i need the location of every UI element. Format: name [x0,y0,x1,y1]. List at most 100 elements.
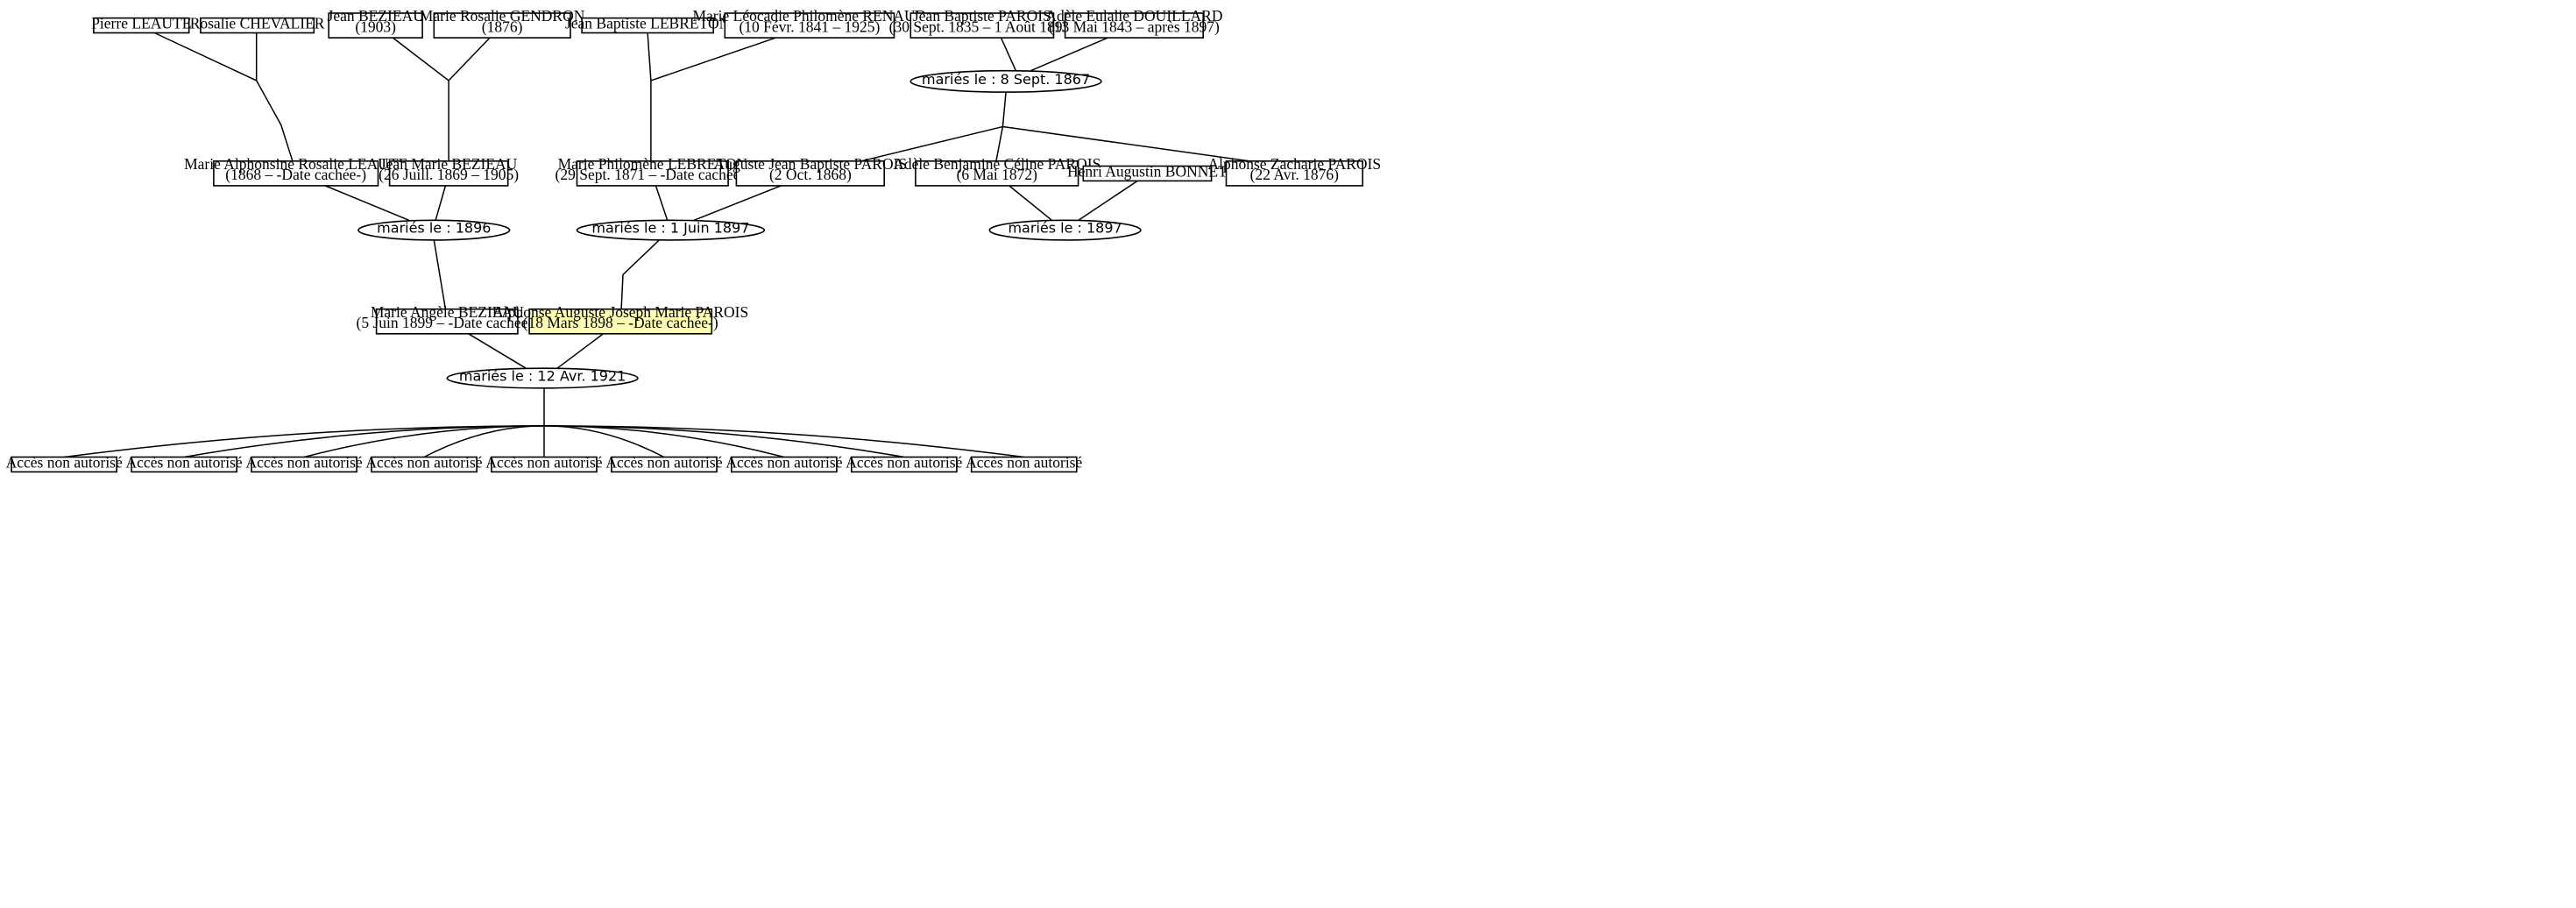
person-box-frame [251,456,357,473]
person-dates: (6 Mai 1872) [957,166,1038,183]
person-box-adele-benjamine-parois[interactable]: Adèle Benjamine Céline PAROIS(6 Mai 1872… [893,155,1100,187]
person-box-frame [576,160,729,187]
person-dates: (10 Févr. 1841 – 1925) [739,18,880,35]
person-box-frame [375,308,519,335]
union-node-parois-bonnet[interactable]: mariés le : 1897 [988,219,1142,241]
person-box-marie-angele-beziau[interactable]: Marie Angèle BEZIEAU(5 Juin 1899 – -Date… [357,303,539,335]
person-box-frame [1082,165,1213,182]
person-name: Rosalie CHEVALIER [190,15,325,32]
person-box-henri-augustin-bonnet[interactable]: Henri Augustin BONNET [1067,163,1228,182]
union-ellipse [909,69,1102,93]
person-name: Accès non autorisé [246,454,363,472]
person-box-frame [730,456,838,473]
union-ellipse [357,219,511,241]
person-box-frame [528,308,713,335]
person-box-marie-alphonsine-leaute[interactable]: Marie Alphonsine Rosalie LEAUTE(1868 – -… [184,155,407,187]
union-ellipse [576,219,766,241]
person-box-frame [724,12,895,39]
person-box-frame [200,17,315,34]
person-dates: (30 Sept. 1835 – 1 Août 1895) [889,18,1076,35]
tree-connector [1078,180,1138,222]
person-name: Accès non autorisé [605,454,722,472]
union-node-beziau-parois[interactable]: mariés le : 12 Avr. 1921 [446,367,639,389]
person-box-jean-marie-beziau[interactable]: Jean Marie BEZIEAU(26 Juill. 1869 – 1905… [379,155,519,187]
person-box-jean-beziau[interactable]: Jean BEZIEAU(1903) [328,7,425,39]
union-node-lebreton-parois[interactable]: mariés le : 1 Juin 1897 [576,219,766,241]
person-name: Auguste Jean Baptiste PAROIS [714,155,908,173]
person-name: Marie Angèle BEZIEAU [371,303,524,321]
person-box-jean-baptiste-lebreton[interactable]: Jean Baptiste LEBRETON [565,15,731,34]
person-box-frame [433,12,571,39]
person-box-frame [850,456,958,473]
person-box-child-1[interactable]: Accès non autorisé [6,454,123,473]
person-box-child-9[interactable]: Accès non autorisé [966,454,1083,473]
tree-connector [1000,37,1017,72]
person-box-frame [93,17,190,34]
tree-connector [693,185,782,222]
person-box-frame [371,456,478,473]
person-box-frame [1064,12,1204,39]
person-name: Jean Baptiste LEBRETON [565,15,731,32]
person-name: Accès non autorisé [126,454,243,472]
person-box-marie-rosalie-gendron[interactable]: Marie Rosalie GENDRON(1876) [420,7,585,39]
person-name: Pierre LEAUTE [91,15,191,32]
tree-connector [995,126,1004,161]
person-box-child-2[interactable]: Accès non autorisé [126,454,243,473]
tree-connector [1002,125,1249,162]
person-name: Accès non autorisé [485,454,602,472]
person-dates: (2 Oct. 1868) [769,166,852,183]
person-box-child-4[interactable]: Accès non autorisé [365,454,483,473]
tree-connector [448,37,491,82]
tree-connector [468,333,527,369]
tree-connector [435,185,447,221]
person-box-frame [213,160,379,187]
union-ellipse [988,219,1142,241]
child-connector [543,425,785,458]
person-box-frame [1225,160,1363,187]
person-name: Adèle Eulalie DOUILLARD [1045,7,1222,25]
person-name: Accès non autorisé [966,454,1082,472]
person-box-child-5[interactable]: Accès non autorisé [485,454,603,473]
tree-connector [433,239,447,309]
tree-connector [1008,185,1053,221]
person-box-rosalie-chevalier[interactable]: Rosalie CHEVALIER [190,15,325,34]
person-box-child-3[interactable]: Accès non autorisé [246,454,363,473]
person-box-auguste-jean-baptiste-parois[interactable]: Auguste Jean Baptiste PAROIS(2 Oct. 1868… [714,155,908,187]
person-box-frame [909,12,1055,39]
person-box-marie-leocadie-renaud[interactable]: Marie Léocadie Philomène RENAUD(10 Févr.… [692,7,926,39]
person-box-child-7[interactable]: Accès non autorisé [725,454,843,473]
person-dates: (13 Mai 1843 – après 1897) [1049,18,1220,35]
child-connector [543,425,665,458]
person-box-frame [735,160,886,187]
person-box-frame [131,456,238,473]
person-name: Accès non autorisé [725,454,842,472]
person-box-alphonse-zacharie-parois[interactable]: Alphonse Zacharie PAROIS(22 Avr. 1876) [1207,155,1381,187]
person-box-frame [970,456,1078,473]
union-label: mariés le : 1897 [1008,220,1122,237]
person-name: Alphonse Zacharie PAROIS [1207,155,1381,173]
person-box-pierre-leaute[interactable]: Pierre LEAUTE [91,15,191,34]
tree-connector [153,32,258,82]
person-name: Jean BEZIEAU [328,7,425,25]
person-name: Accès non autorisé [365,454,482,472]
person-box-alphonse-auguste-parois[interactable]: Alphonse Auguste Joseph Marie PAROIS(18 … [492,303,748,335]
union-node-leaute-beziau[interactable]: mariés le : 1896 [357,219,511,241]
tree-connector [860,125,1003,162]
person-box-child-8[interactable]: Accès non autorisé [846,454,963,473]
person-dates: (22 Avr. 1876) [1250,166,1339,183]
person-box-frame [388,160,509,187]
tree-connector [650,37,776,82]
person-box-adele-eulalie-douillard[interactable]: Adèle Eulalie DOUILLARD(13 Mai 1843 – ap… [1045,7,1222,39]
person-name: Marie Léocadie Philomène RENAUD [692,7,926,25]
person-box-jean-baptiste-parois[interactable]: Jean Baptiste PAROIS(30 Sept. 1835 – 1 A… [889,7,1076,39]
union-node-parois-douillard[interactable]: mariés le : 8 Sept. 1867 [909,69,1102,93]
person-box-marie-philomene-lebreton[interactable]: Marie Philomène LEBRETON(29 Sept. 1871 –… [556,155,751,187]
child-connector [183,425,545,458]
person-box-frame [611,456,718,473]
person-dates: (1903) [355,18,396,35]
tree-connector [647,32,652,81]
person-box-child-6[interactable]: Accès non autorisé [605,454,723,473]
tree-connector [392,37,449,82]
